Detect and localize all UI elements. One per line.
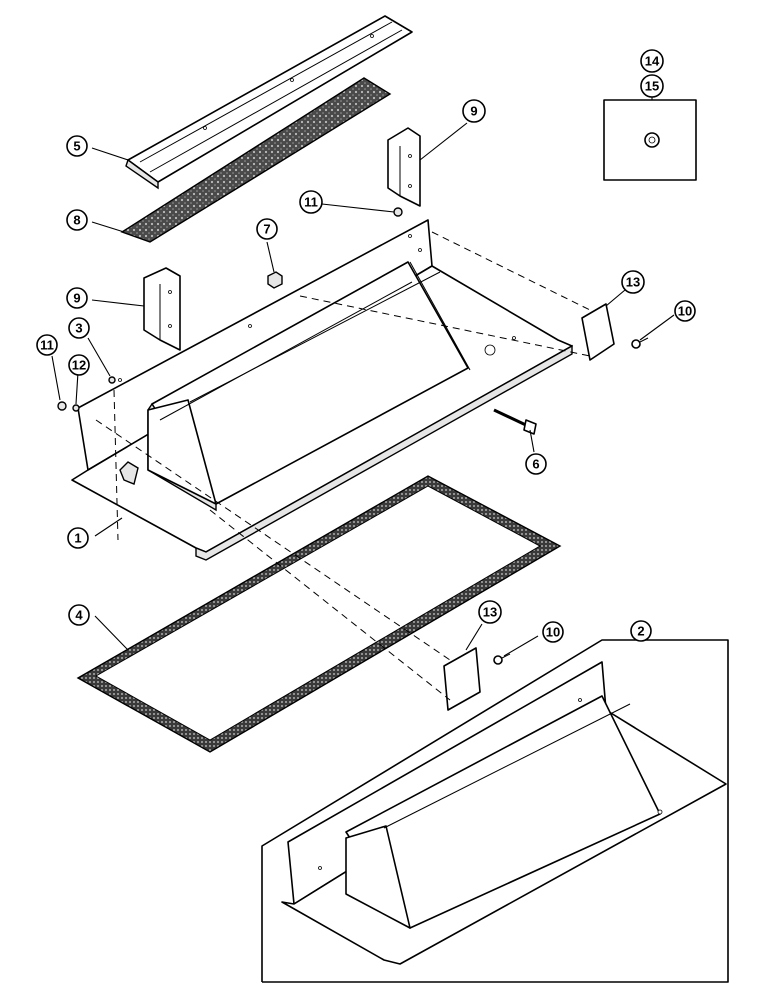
callout-13-upper-label: 13 — [626, 275, 640, 290]
alignment-lines — [95, 231, 591, 701]
nut-11-left-part — [57, 401, 67, 411]
hood-housing-part — [71, 219, 573, 561]
callout-9-upper: 9 — [462, 99, 486, 123]
bracket-upper-part — [387, 127, 421, 207]
gasket-frame-part — [76, 475, 562, 753]
callout-13-upper: 13 — [621, 270, 645, 294]
callout-1-label: 1 — [74, 531, 81, 546]
callout-13-lower: 13 — [478, 600, 502, 624]
leader-lines — [51, 83, 675, 657]
callout-4-label: 4 — [75, 608, 83, 623]
callout-9-left-label: 9 — [73, 291, 80, 306]
callout-9-left: 9 — [66, 287, 88, 309]
callout-11-left: 11 — [36, 334, 58, 356]
nut-7-part — [267, 271, 283, 289]
callout-12-label: 12 — [72, 358, 86, 373]
callout-10-upper: 10 — [674, 300, 696, 322]
callout-12: 12 — [68, 354, 90, 376]
callout-14-label: 14 — [645, 54, 660, 69]
callout-15: 15 — [640, 74, 664, 98]
callout-2: 2 — [630, 620, 652, 642]
callout-8: 8 — [66, 209, 88, 231]
callout-9-upper-label: 9 — [470, 104, 477, 119]
washer-12-part — [72, 404, 80, 412]
callout-7: 7 — [256, 218, 278, 240]
callout-10-upper-label: 10 — [678, 304, 692, 319]
knob-inset-part — [603, 99, 697, 181]
callout-11-upper-label: 11 — [304, 195, 318, 210]
callout-11-left-label: 11 — [40, 338, 54, 353]
callout-1: 1 — [67, 527, 89, 549]
callout-13-lower-label: 13 — [483, 605, 497, 620]
callout-15-label: 15 — [645, 79, 659, 94]
trim-channel-part — [125, 15, 413, 190]
callout-6: 6 — [525, 453, 547, 475]
filter-mesh-part — [120, 77, 392, 243]
callout-3-label: 3 — [75, 321, 82, 336]
assembly-inset-box — [261, 639, 729, 983]
callout-14: 14 — [640, 49, 664, 73]
callout-10-lower-label: 10 — [546, 625, 560, 640]
callout-11-upper: 11 — [299, 190, 323, 214]
screw-3-part — [108, 376, 116, 384]
callout-8-label: 8 — [73, 213, 80, 228]
screw-upper-part — [631, 337, 649, 349]
bracket-left-part — [143, 267, 181, 351]
callout-5: 5 — [66, 135, 88, 157]
cover-plate-upper-part — [581, 303, 615, 361]
bolt-part — [493, 408, 537, 435]
callout-2-label: 2 — [637, 624, 644, 639]
callout-5-label: 5 — [73, 139, 80, 154]
callout-7-label: 7 — [263, 222, 270, 237]
callout-6-label: 6 — [532, 457, 539, 472]
callout-10-lower: 10 — [542, 621, 564, 643]
screw-lower-part — [493, 653, 511, 665]
nut-11-upper-part — [393, 207, 403, 217]
callout-4: 4 — [68, 604, 90, 626]
cover-plate-lower-part — [443, 647, 481, 711]
callout-3: 3 — [68, 317, 90, 339]
